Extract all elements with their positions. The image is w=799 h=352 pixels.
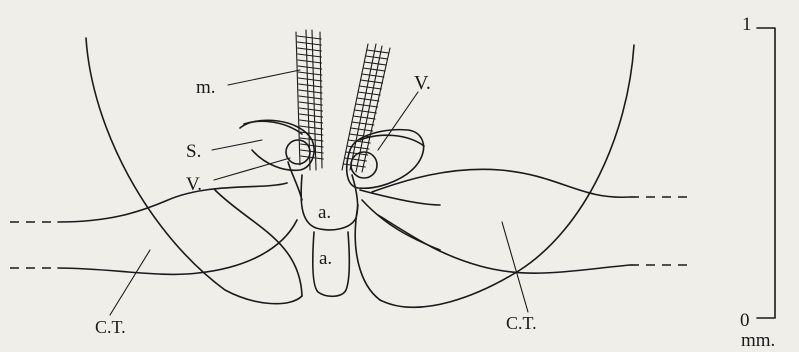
label-s: S. [186, 141, 201, 162]
label-v-lower: V. [186, 174, 202, 195]
scale-bottom-label: 0 [740, 310, 750, 331]
leader-v-lower [214, 158, 290, 180]
right-band-lower-line [378, 215, 630, 273]
left-valve-stem [288, 162, 302, 200]
scale-unit-label: mm. [741, 330, 775, 348]
right-band-upper-line [372, 169, 630, 197]
leader-v-upper [378, 92, 418, 150]
label-ct-right: C.T. [506, 313, 537, 333]
leader-s [212, 140, 262, 150]
scale-bar: 1 0 mm. [740, 14, 775, 348]
left-inner-curve [215, 190, 302, 296]
left-band-upper-line [58, 183, 287, 222]
leader-ct-left [110, 250, 150, 315]
label-v-upper: V. [414, 72, 431, 94]
label-a-upper: a. [318, 202, 331, 223]
left-valve-ring [286, 140, 310, 164]
label-ct-left: C.T. [95, 317, 126, 337]
right-inner-curve [355, 205, 380, 300]
label-m: m. [196, 77, 216, 98]
scale-top-label: 1 [742, 14, 752, 35]
leader-m [228, 70, 300, 85]
right-flap-2 [362, 200, 440, 250]
label-a-lower: a. [319, 248, 332, 269]
left-shell-lip [244, 121, 302, 134]
outer-left-contour [86, 38, 302, 304]
